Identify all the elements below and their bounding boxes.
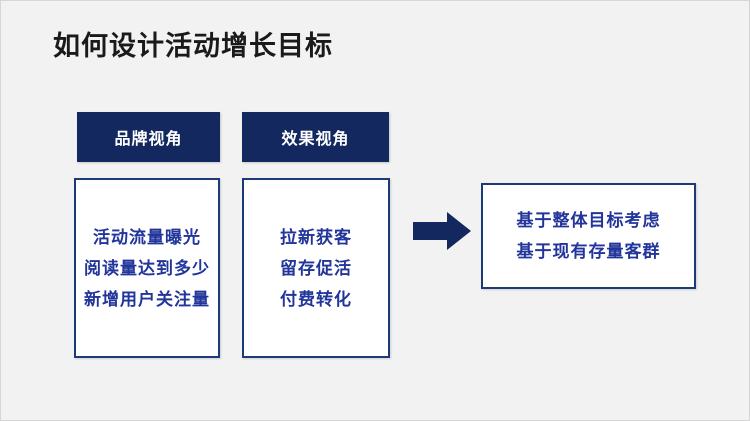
column-header-effect[interactable]: 效果视角 xyxy=(242,112,389,162)
result-box[interactable]: 基于整体目标考虑 基于现有存量客群 xyxy=(481,183,696,289)
list-item: 活动流量曝光 xyxy=(93,227,201,247)
page-title: 如何设计活动增长目标 xyxy=(53,31,333,61)
column-body-effect[interactable]: 拉新获客 留存促活 付费转化 xyxy=(242,178,390,358)
column-body-brand[interactable]: 活动流量曝光 阅读量达到多少 新增用户关注量 xyxy=(74,178,220,358)
list-item: 留存促活 xyxy=(280,258,352,278)
column-header-brand[interactable]: 品牌视角 xyxy=(77,112,220,162)
list-item: 基于整体目标考虑 xyxy=(516,211,661,230)
list-item: 基于现有存量客群 xyxy=(516,242,661,261)
list-item: 新增用户关注量 xyxy=(84,289,210,309)
list-item: 阅读量达到多少 xyxy=(84,258,210,278)
column-header-effect-label: 效果视角 xyxy=(281,131,350,148)
list-item: 拉新获客 xyxy=(280,227,352,247)
column-header-brand-label: 品牌视角 xyxy=(114,131,183,148)
arrow-right-icon xyxy=(413,212,471,250)
list-item: 付费转化 xyxy=(280,289,352,309)
